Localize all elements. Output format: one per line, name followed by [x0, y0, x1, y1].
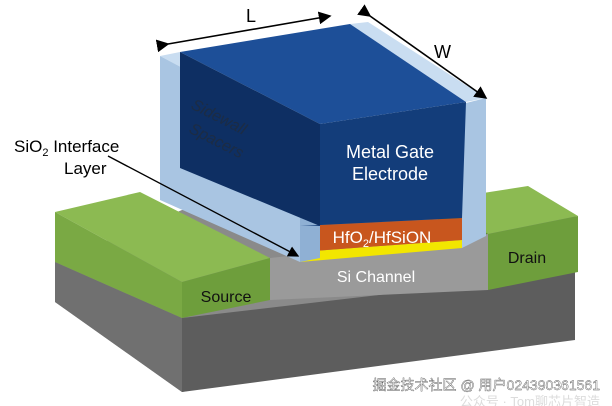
watermark-line2: 公众号 · Tom聊芯片智造 — [460, 394, 600, 406]
interface-pointer-arrow — [107, 155, 300, 257]
gate-label-line2: Electrode — [352, 164, 428, 184]
right-spacer-front — [462, 98, 486, 248]
width-dimension-line — [357, 4, 488, 99]
source-front — [182, 258, 270, 318]
dielectric-label: HfO2/HfSiON — [333, 228, 432, 250]
drain-label: Drain — [508, 250, 546, 267]
drain-front — [488, 216, 578, 290]
interface-layer — [300, 240, 462, 262]
length-label: L — [246, 6, 256, 26]
channel-region — [270, 234, 488, 300]
substrate-right — [182, 272, 575, 392]
gate-label-line1: Metal Gate — [346, 142, 434, 162]
source-label: Source — [201, 289, 252, 306]
source-left — [55, 212, 182, 318]
gate-side — [180, 52, 320, 226]
channel-label: Si Channel — [337, 269, 415, 286]
interface-label-line2: Layer — [64, 159, 107, 178]
source-top — [55, 192, 270, 282]
dielectric-front — [300, 218, 462, 252]
width-label: W — [434, 42, 451, 62]
gate-front — [300, 102, 466, 226]
watermark-line1: 掘金技术社区 @ 用户024390361561 — [373, 377, 601, 393]
interface-label-line1: SiO2 Interface — [14, 137, 119, 159]
substrate-front — [55, 262, 182, 392]
length-dimension-line — [155, 11, 332, 53]
